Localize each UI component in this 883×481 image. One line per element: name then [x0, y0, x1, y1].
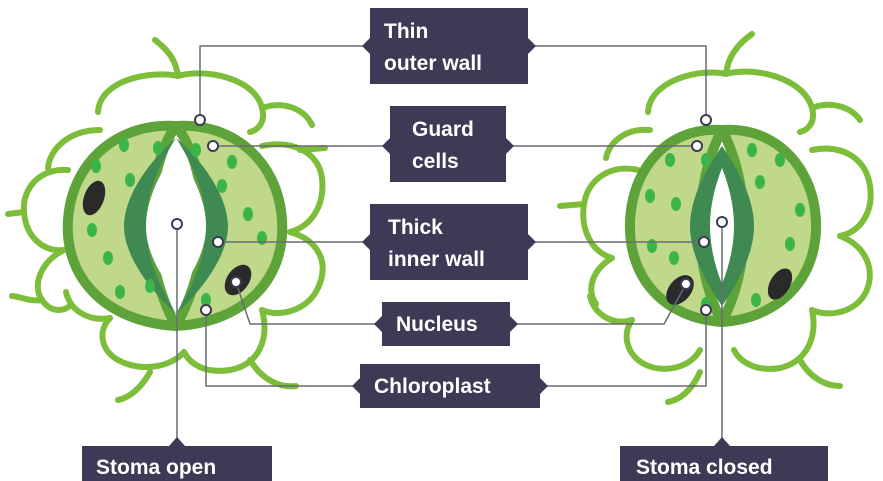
label-thin-outer-wall: Thin outer wall [362, 8, 536, 84]
label-stoma-open: Stoma open [82, 437, 272, 481]
label-thick-inner-wall-line1: Thick [388, 216, 443, 239]
label-chloroplast: Chloroplast [352, 364, 548, 408]
stoma-closed-figure [560, 34, 871, 402]
label-stoma-closed: Stoma closed [620, 437, 828, 481]
label-nucleus-text: Nucleus [396, 313, 478, 336]
stoma-open-figure [8, 40, 325, 400]
label-thick-inner-wall-line2: inner wall [388, 248, 485, 271]
label-thick-inner-wall: Thick inner wall [362, 204, 536, 280]
label-guard-cells-line2: cells [412, 150, 459, 173]
label-guard-cells-line1: Guard [412, 118, 474, 141]
label-chloroplast-text: Chloroplast [374, 375, 491, 398]
label-thin-outer-wall-line1: Thin [384, 20, 428, 43]
label-thin-outer-wall-line2: outer wall [384, 52, 482, 75]
label-guard-cells: Guard cells [382, 106, 514, 182]
label-stoma-closed-text: Stoma closed [636, 456, 773, 479]
label-stoma-open-text: Stoma open [96, 456, 216, 479]
label-nucleus: Nucleus [374, 302, 518, 346]
